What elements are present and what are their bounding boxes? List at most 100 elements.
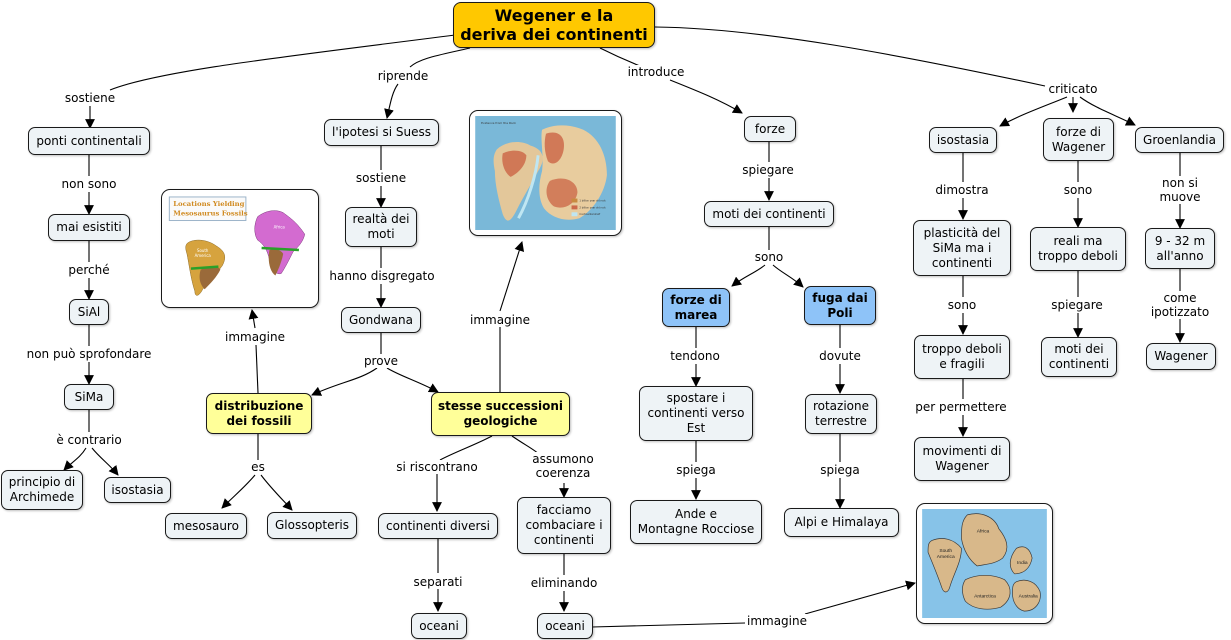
concept-isostasia-right[interactable]: isostasia: [929, 127, 997, 153]
concept-mai-esistiti[interactable]: mai esistiti: [48, 214, 130, 241]
edge: [91, 447, 119, 476]
concept-sima[interactable]: SiMa: [64, 384, 114, 410]
concept-ponti-continentali[interactable]: ponti continentali: [28, 127, 150, 155]
edge: [591, 622, 746, 628]
concept-realta-dei-moti[interactable]: realtà dei moti: [345, 207, 417, 247]
concept-gondwana[interactable]: Gondwana: [341, 307, 421, 333]
link-label: sono: [946, 298, 978, 312]
concept-moti-dei-continenti-2[interactable]: moti dei continenti: [1041, 337, 1117, 377]
link-label: dimostra: [934, 183, 990, 197]
concept-mesosauro[interactable]: mesosauro: [165, 513, 247, 539]
edge: [109, 34, 456, 91]
edge: [669, 79, 743, 114]
link-label: immagine: [468, 313, 532, 327]
link-label: es: [250, 460, 266, 474]
edge: [499, 241, 525, 312]
svg-text:America: America: [195, 253, 212, 258]
concept-wagener[interactable]: Wagener: [1146, 343, 1216, 370]
edge: [386, 367, 439, 393]
link-label: è contrario: [55, 433, 123, 447]
concept-forze[interactable]: forze: [744, 116, 796, 142]
edge: [439, 435, 493, 461]
concept-forze-di-marea[interactable]: forze di marea: [662, 288, 730, 327]
concept-spostare-continenti[interactable]: spostare i continenti verso Est: [639, 386, 753, 441]
concept-plasticita-sima[interactable]: plasticità del SiMa ma i continenti: [913, 220, 1011, 276]
concept-ipotesi-suess[interactable]: l'ipotesi si Suess: [324, 119, 439, 146]
rocks-map-graphic: Evidence from the Rock 1 billion year ol…: [475, 116, 616, 230]
link-label: tendono: [669, 349, 721, 363]
edge: [221, 474, 256, 509]
link-label: sostiene: [354, 171, 408, 185]
edge: [260, 474, 293, 511]
edge: [311, 367, 378, 396]
edge: [384, 83, 399, 119]
pangea-label-australia: Australia: [1019, 593, 1038, 599]
link-label: perché: [67, 263, 111, 277]
concept-troppo-deboli[interactable]: troppo deboli e fragili: [914, 335, 1010, 379]
pangea-label-antarctica: Antarctica: [974, 593, 996, 599]
link-label: hanno disgregato: [328, 269, 436, 283]
fossils-title-line2: Mesosaurus Fossils: [173, 210, 248, 218]
link-label: riprende: [376, 69, 430, 83]
link-label: sono: [1062, 183, 1094, 197]
fossils-label-africa: Africa: [274, 224, 286, 229]
concept-oceani-eliminando[interactable]: oceani: [537, 613, 593, 639]
link-label: per permettere: [914, 400, 1008, 414]
edge: [409, 47, 471, 68]
edge: [63, 447, 87, 471]
concept-continenti-diversi[interactable]: continenti diversi: [378, 513, 498, 539]
root-concept[interactable]: Wegener e la deriva dei continenti: [453, 2, 655, 48]
concept-facciamo-combaciare[interactable]: facciamo combaciare i continenti: [517, 497, 611, 554]
concept-9-32-m[interactable]: 9 - 32 m all'anno: [1145, 228, 1215, 269]
rocks-legend-1: 1 billion year old rock: [579, 200, 606, 203]
edge: [255, 344, 259, 394]
edge: [1079, 96, 1136, 126]
link-label: immagine: [223, 330, 287, 344]
edge: [654, 26, 1046, 87]
pangea-map-graphic: South America Africa India Antarctica Au…: [922, 509, 1047, 618]
fossils-map-graphic: Locations Yielding Mesosaurus Fossils So…: [167, 195, 313, 302]
concept-principio-archimede[interactable]: principio di Archimede: [1, 470, 83, 510]
link-label: si riscontrano: [395, 460, 479, 474]
concept-rotazione-terrestre[interactable]: rotazione terrestre: [805, 394, 877, 434]
concept-fuga-dai-poli[interactable]: fuga dai Poli: [804, 286, 876, 325]
link-label: non può sprofondare: [25, 347, 153, 361]
concept-ande-montagne[interactable]: Ande e Montagne Rocciose: [630, 500, 762, 544]
link-label: immagine: [745, 614, 809, 628]
concept-isostasia-left[interactable]: isostasia: [104, 477, 171, 503]
image-gondwana-continents[interactable]: South America Africa India Antarctica Au…: [916, 503, 1053, 624]
svg-text:America: America: [937, 554, 955, 560]
edge: [999, 96, 1068, 127]
link-label: introduce: [626, 65, 686, 79]
concept-moti-dei-continenti[interactable]: moti dei continenti: [704, 201, 834, 227]
rocks-title: Evidence from the Rock: [481, 121, 516, 125]
link-label: come ipotizzato: [1149, 291, 1211, 319]
edge: [599, 47, 641, 67]
link-label: spiegare: [741, 163, 795, 177]
edge: [804, 580, 916, 615]
concept-oceani-separati[interactable]: oceani: [411, 613, 467, 639]
link-label: criticato: [1047, 82, 1099, 96]
pangea-label-africa: Africa: [977, 529, 990, 535]
link-label: assumono coerenza: [531, 452, 595, 480]
concept-glossopteris[interactable]: Glossopteris: [267, 512, 357, 539]
concept-reali-ma-troppo-deboli[interactable]: reali ma troppo deboli: [1030, 227, 1126, 271]
concept-alpi-himalaya[interactable]: Alpi e Himalaya: [784, 508, 899, 537]
fossils-label-south-america: South: [197, 248, 209, 253]
concept-forze-di-wagener[interactable]: forze di Wagener: [1043, 118, 1114, 161]
link-label: separati: [412, 575, 464, 589]
image-evidence-from-rock[interactable]: Evidence from the Rock 1 billion year ol…: [469, 110, 622, 236]
image-mesosaurus-fossils[interactable]: Locations Yielding Mesosaurus Fossils So…: [161, 189, 319, 308]
concept-stesse-successioni[interactable]: stesse successioni geologiche: [431, 392, 570, 436]
fossils-title-line1: Locations Yielding: [173, 200, 244, 208]
link-label: spiegare: [1050, 298, 1104, 312]
link-label: non si muove: [1154, 176, 1206, 204]
concept-groenlandia[interactable]: Groenlandia: [1135, 127, 1224, 153]
pangea-label-india: India: [1017, 560, 1028, 566]
concept-movimenti-di-wagener[interactable]: movimenti di Wagener: [914, 437, 1010, 481]
concept-distribuzione-fossili[interactable]: distribuzione dei fossili: [206, 393, 312, 434]
rocks-legend-3: Continental shelf: [579, 213, 600, 216]
link-label: spiega: [675, 463, 717, 477]
concept-sial[interactable]: SiAl: [69, 299, 109, 325]
